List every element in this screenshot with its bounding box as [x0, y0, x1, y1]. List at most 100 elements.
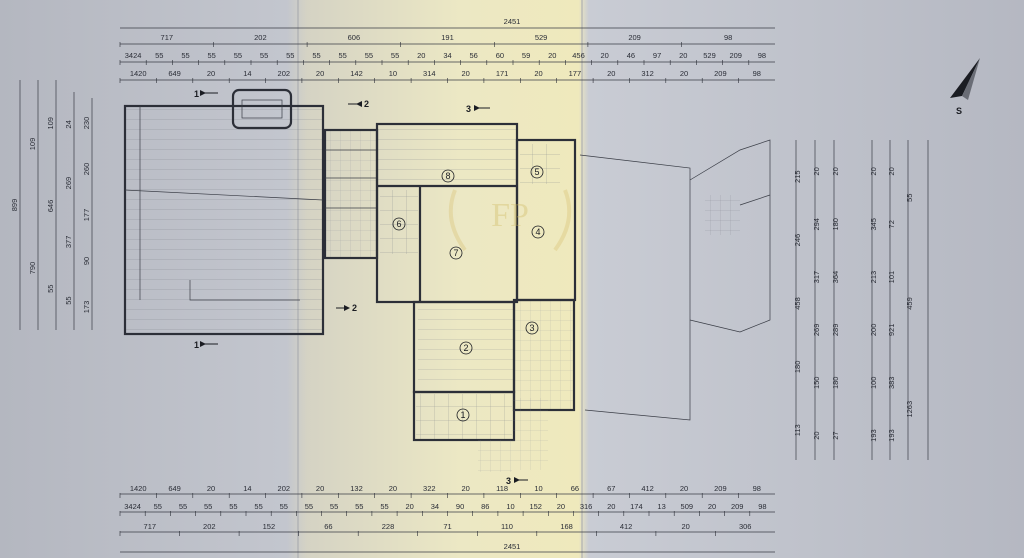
room-marker-4: 4 — [531, 225, 545, 239]
top-row-3-label: 209 — [714, 69, 727, 78]
svg-text:7: 7 — [453, 248, 458, 258]
terrace-area — [123, 88, 325, 336]
left-col-4-label: 24 — [64, 120, 73, 128]
bottom-row-2-label: 152 — [529, 502, 542, 511]
right-col-3-label: 289 — [831, 324, 840, 337]
right-col-1-label: 215 — [793, 170, 802, 183]
right-col-5-label: 20 — [887, 167, 896, 175]
bottom-row-1-label: 412 — [641, 484, 654, 493]
top-row-3-label: 177 — [569, 69, 582, 78]
bottom-row-2-label: 90 — [456, 502, 464, 511]
top-row-3-label: 14 — [243, 69, 251, 78]
right-col-2-label: 150 — [812, 377, 821, 390]
top-row-3-label: 20 — [680, 69, 688, 78]
right-col-1-label: 113 — [793, 424, 802, 436]
top-row-2-label: 56 — [470, 51, 478, 60]
bottom-row-2-label: 55 — [229, 502, 237, 511]
top-row-3-label: 20 — [607, 69, 615, 78]
top-row-3-label: 20 — [534, 69, 542, 78]
room-marker-1: 1 — [456, 408, 470, 422]
right-col-3-label: 27 — [831, 431, 840, 439]
bottom-row-3-label: 228 — [382, 522, 395, 531]
bottom-row-2-label: 3424 — [124, 502, 141, 511]
svg-text:2: 2 — [352, 303, 357, 313]
north-arrow-icon: S — [950, 58, 980, 116]
room-marker-8: 8 — [441, 169, 455, 183]
right-col-1-label: 458 — [793, 297, 802, 310]
bottom-row-1-label: 20 — [680, 484, 688, 493]
section-marker-3-top: 3 — [466, 104, 490, 114]
left-col-4-label: 377 — [64, 236, 73, 249]
building-footprint — [323, 122, 771, 472]
top-row-2-label: 55 — [155, 51, 163, 60]
left-col-3-label: 109 — [46, 117, 55, 130]
bottom-row-2-label: 98 — [758, 502, 766, 511]
right-col-4-label: 213 — [869, 271, 878, 284]
right-col-3-label: 20 — [831, 167, 840, 175]
top-row-2-label: 98 — [758, 51, 766, 60]
top-row-1-label: 98 — [724, 33, 732, 42]
room-marker-3: 3 — [525, 321, 539, 335]
top-row-2-label: 55 — [312, 51, 320, 60]
svg-text:4: 4 — [535, 227, 540, 237]
right-col-1-label: 246 — [793, 234, 802, 247]
top-row-1-label: 191 — [441, 33, 454, 42]
bottom-row-2-label: 55 — [280, 502, 288, 511]
left-dimension-lines — [19, 80, 93, 330]
section-marker-1-top: 1 — [194, 89, 218, 99]
top-row-2-label: 97 — [653, 51, 661, 60]
top-row-2-label: 55 — [391, 51, 399, 60]
bottom-row-1-label: 20 — [462, 484, 470, 493]
top-row-2-label: 20 — [679, 51, 687, 60]
svg-text:2: 2 — [463, 343, 468, 353]
top-row-1-label: 202 — [254, 33, 267, 42]
top-row-2-label: 55 — [365, 51, 373, 60]
top-row-1-label: 209 — [628, 33, 641, 42]
right-col-2-label: 317 — [812, 271, 821, 284]
watermark-logo: FP — [448, 189, 572, 252]
left-col-5-label: 177 — [82, 209, 91, 222]
bottom-row-1-label: 202 — [278, 484, 291, 493]
left-col-2-label: 790 — [28, 262, 37, 275]
bottom-row-3-label: 202 — [203, 522, 216, 531]
svg-text:1: 1 — [194, 340, 199, 350]
top-row-2-label: 55 — [181, 51, 189, 60]
svg-text:1: 1 — [460, 410, 465, 420]
svg-text:2: 2 — [364, 99, 369, 109]
right-col-5-label: 383 — [887, 377, 896, 390]
right-col-3-label: 364 — [831, 271, 840, 284]
left-col-4-label: 269 — [64, 177, 73, 190]
top-row-2-label: 46 — [627, 51, 635, 60]
bottom-row-2-label: 55 — [204, 502, 212, 511]
top-row-2-label: 55 — [208, 51, 216, 60]
svg-text:S: S — [956, 106, 962, 116]
bottom-row-1-label: 98 — [753, 484, 761, 493]
bottom-row-2-label: 13 — [657, 502, 665, 511]
svg-text:5: 5 — [534, 167, 539, 177]
top-row-3-label: 202 — [278, 69, 291, 78]
top-row-1-label: 606 — [348, 33, 361, 42]
bottom-row-1-label: 10 — [534, 484, 542, 493]
right-col-4-label: 345 — [869, 218, 878, 231]
bottom-row-2-label: 20 — [708, 502, 716, 511]
bottom-row-2-label: 20 — [557, 502, 565, 511]
bottom-row-1-label: 20 — [207, 484, 215, 493]
bottom-row-2-label: 55 — [254, 502, 262, 511]
bottom-row-1-label: 322 — [423, 484, 436, 493]
left-col-4-label: 55 — [64, 296, 73, 304]
top-row-2-label: 55 — [286, 51, 294, 60]
right-col-2-label: 20 — [812, 167, 821, 175]
right-col-6-label: 55 — [905, 194, 914, 202]
top-row-2-label: 34 — [443, 51, 451, 60]
bottom-row-2-label: 55 — [154, 502, 162, 511]
bottom-total-label: 2451 — [504, 542, 521, 551]
left-col-5-label: 230 — [82, 117, 91, 130]
top-row-3-label: 649 — [168, 69, 181, 78]
svg-text:3: 3 — [466, 104, 471, 114]
svg-text:3: 3 — [506, 476, 511, 486]
bottom-row-3-label: 412 — [620, 522, 633, 531]
right-col-1-label: 180 — [793, 361, 802, 374]
